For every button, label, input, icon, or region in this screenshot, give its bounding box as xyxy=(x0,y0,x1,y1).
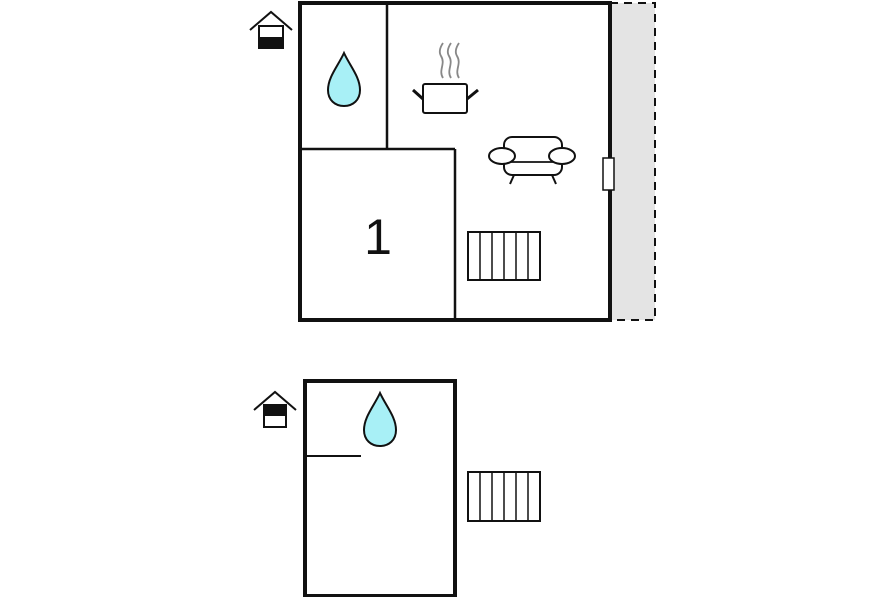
cooking-pot-icon xyxy=(411,42,479,114)
sofa-icon xyxy=(488,136,576,185)
door-icon xyxy=(602,157,615,191)
radiator-icon xyxy=(467,471,541,522)
upper-floor: 1 xyxy=(249,1,656,322)
bedroom-number-label: 1 xyxy=(364,209,392,265)
lower-floor-outer-wall xyxy=(303,379,457,597)
water-drop-icon xyxy=(362,390,398,448)
house-floor-indicator-icon xyxy=(253,390,297,428)
radiator-icon xyxy=(467,231,541,281)
terrace-area xyxy=(610,2,656,321)
house-floor-indicator-icon xyxy=(249,10,293,49)
water-drop-icon xyxy=(326,50,362,108)
lower-floor xyxy=(253,379,541,597)
